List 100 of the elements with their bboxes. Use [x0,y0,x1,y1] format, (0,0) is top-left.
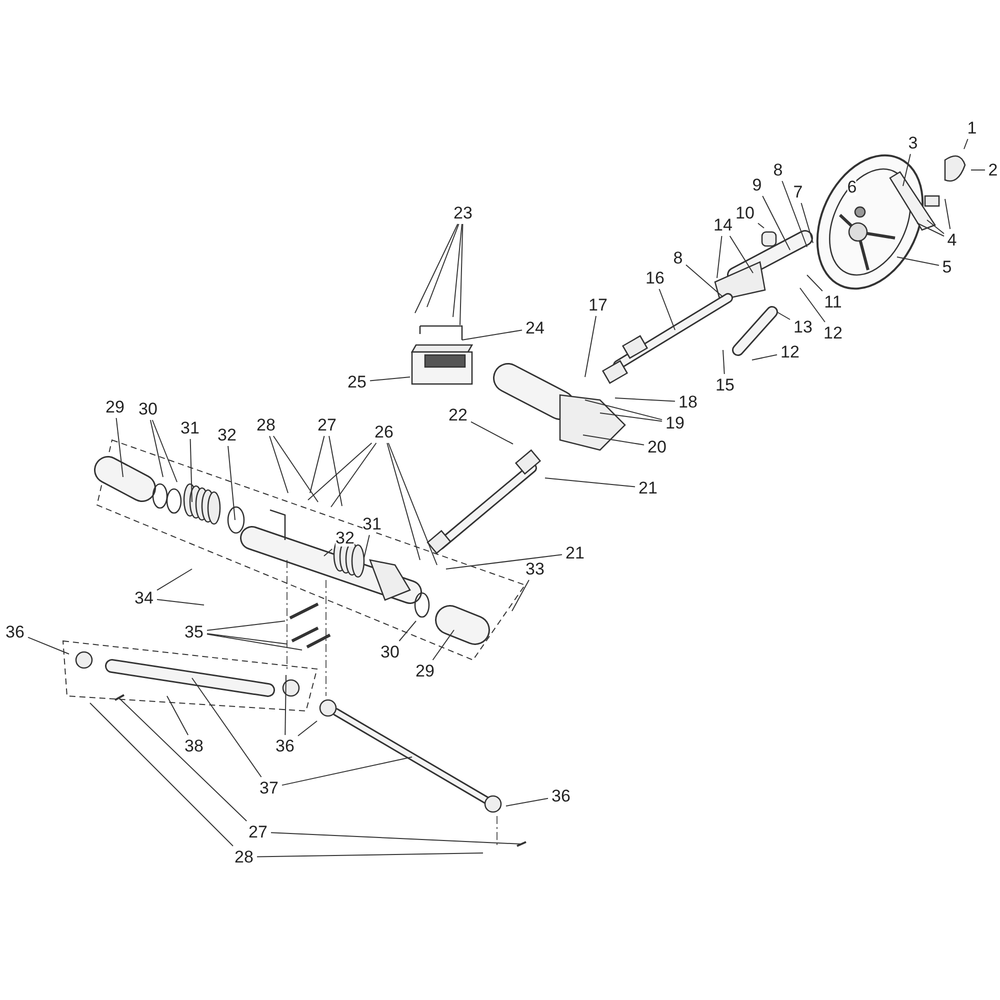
leader-line [614,398,676,402]
leader-line [432,630,454,660]
leader-line [584,400,662,420]
callout-number: 33 [526,560,544,578]
callout-number: 2 [988,162,998,178]
leader-line [806,274,823,292]
leader-line [28,636,70,654]
callout-number: 1 [967,120,977,136]
callout-number: 30 [380,644,400,660]
leader-line [156,568,192,591]
callout-number: 32 [336,530,354,546]
leader-line [506,798,548,806]
leader-line [512,580,530,612]
callout-number: 14 [714,216,732,234]
leader-line [310,436,325,494]
leader-line [544,478,636,488]
callout-number: 10 [736,204,754,222]
callout-number: 19 [666,414,684,432]
callout-number: 11 [824,294,842,310]
leader-line [722,350,725,374]
callout-number: 29 [416,662,434,680]
leader-line [270,832,522,844]
callout-number: 7 [793,184,803,200]
leader-line [426,224,460,308]
callout-number: 21 [638,480,658,496]
leader-line [269,436,288,494]
callout-number: 27 [318,416,336,434]
callout-number: 29 [106,398,124,416]
callout-number: 16 [646,270,664,286]
callout-number: 5 [942,258,952,276]
leader-line [206,633,288,644]
leader-line [370,376,410,382]
leader-line [582,434,644,446]
leader-line [364,534,370,558]
leader-line [298,720,318,736]
callout-number: 17 [588,296,608,314]
leader-line [460,224,464,326]
leader-line [190,438,192,502]
callout-number: 36 [6,624,24,640]
leader-line [758,222,764,228]
callout-number: 25 [348,374,366,390]
leader-line [584,316,597,378]
callout-number: 35 [184,624,204,640]
leader-line [902,154,911,186]
callout-number: 22 [448,406,468,424]
callout-number: 4 [947,232,957,248]
callout-number: 21 [566,544,584,562]
leader-line [462,330,522,340]
leader-line [600,412,662,422]
leader-line [388,442,438,566]
callout-number: 3 [908,134,918,152]
leader-line [916,222,944,237]
callout-number: 12 [824,324,842,342]
leader-line [944,198,951,230]
callout-number: 6 [847,178,857,196]
leader-line [414,224,458,314]
callout-number: 37 [260,780,278,796]
leader-line [686,264,724,298]
leader-line [470,421,514,444]
leader-line [284,674,286,736]
callout-number: 15 [716,376,734,394]
leader-line [192,678,262,778]
leader-line [762,196,790,250]
leader-line [776,312,790,320]
leader-line [116,418,124,478]
callout-number: 36 [552,788,570,804]
callout-number: 23 [454,204,472,222]
leader-line [150,420,164,478]
callout-number: 32 [218,426,236,444]
callout-number: 30 [138,400,158,418]
leader-line [896,256,940,266]
callout-number: 31 [180,420,200,436]
leader-line [800,288,826,322]
callout-number: 34 [134,590,154,606]
leader-line [398,620,416,642]
callout-number: 38 [184,738,204,754]
leader-line [729,236,754,274]
leader-line [282,756,412,786]
leader-line [716,236,722,278]
callout-number: 26 [374,424,394,440]
leader-line [308,442,372,500]
callout-number: 36 [276,738,294,754]
leader-line [752,354,778,360]
leader-line [256,852,484,858]
callout-number: 28 [256,416,276,434]
callout-number: 9 [752,176,762,194]
callout-number: 8 [773,162,783,178]
callout-number: 31 [362,516,382,532]
callout-number: 8 [673,250,683,266]
callout-number: 24 [526,320,544,336]
leader-line [386,442,420,560]
leader-line [446,554,562,570]
leader-line [228,446,236,520]
leader-line [800,202,814,244]
leader-line [324,548,333,556]
leader-line [206,634,302,650]
leader-line [452,224,462,318]
callout-number: 27 [248,824,268,840]
leader-line [330,442,377,508]
leader-line [166,696,189,736]
